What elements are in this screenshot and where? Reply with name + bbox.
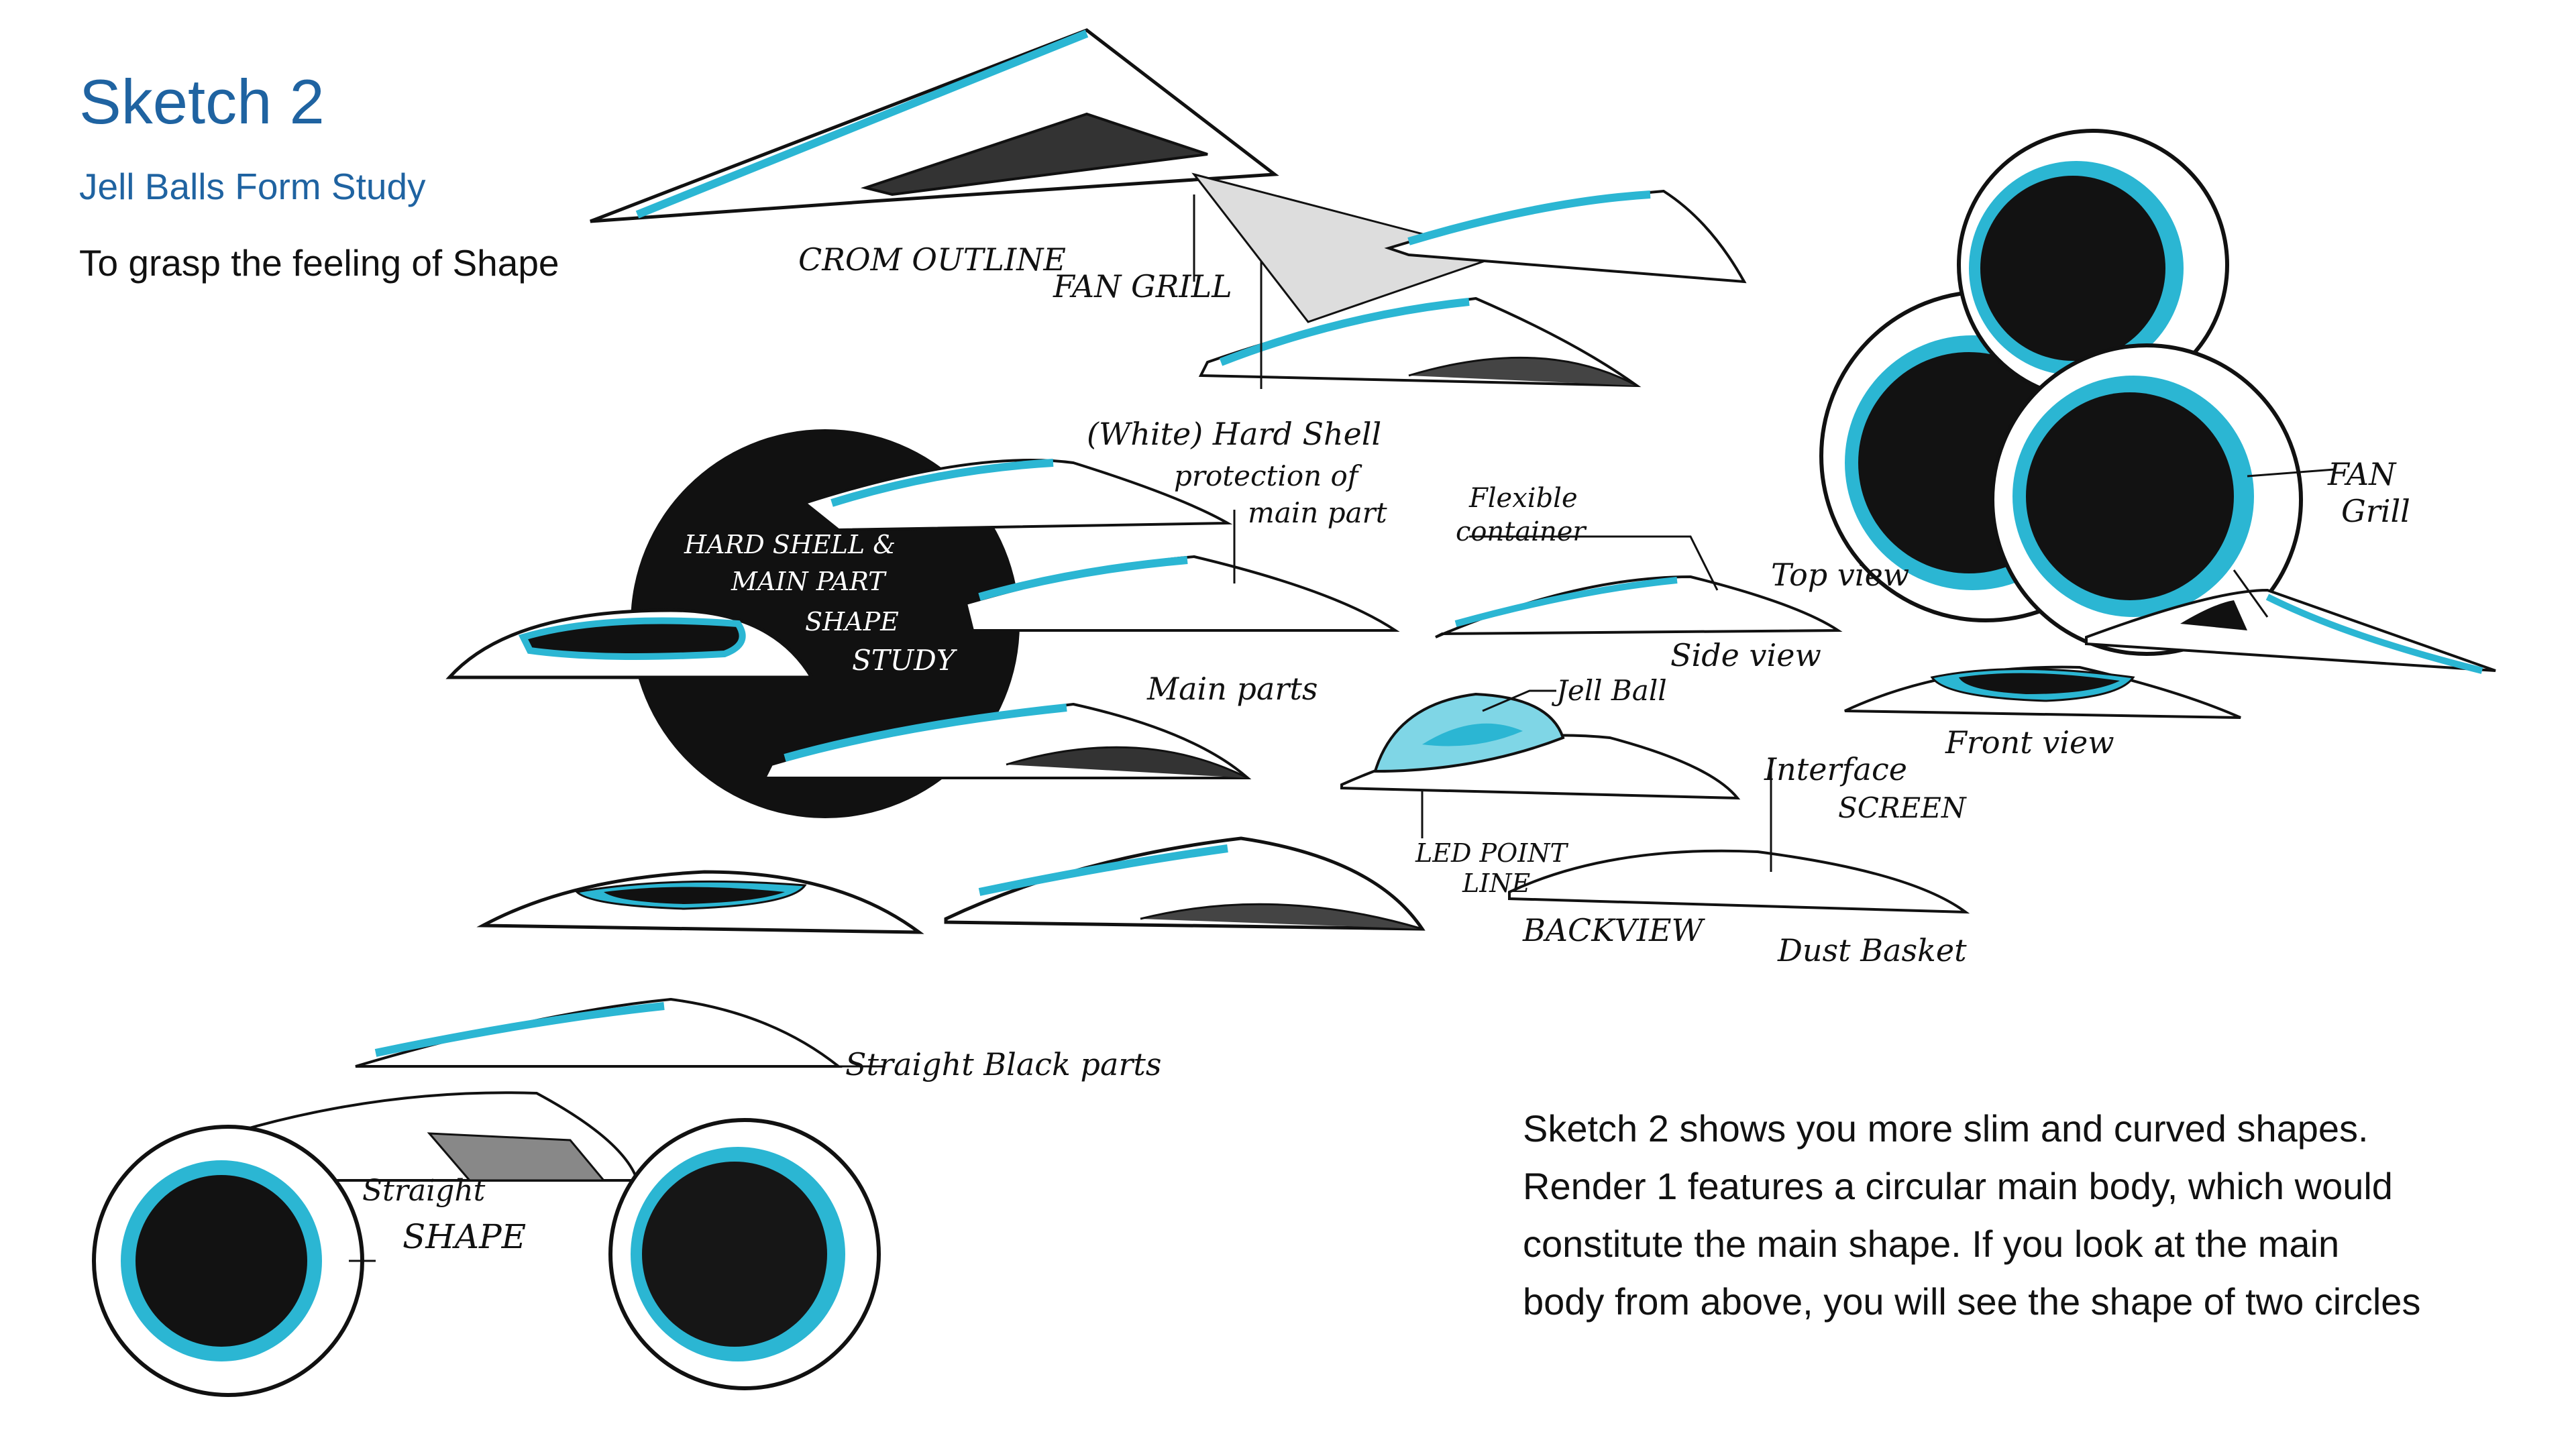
annotation-straight-2: SHAPE [402, 1217, 527, 1256]
annotation-study-2: MAIN PART [731, 567, 885, 596]
annotation-led-1: LED POINT [1415, 838, 1567, 868]
annotation-crom-outline: CROM OUTLINE [798, 241, 1066, 278]
page-tagline: To grasp the feeling of Shape [79, 242, 559, 284]
annotation-flexible-1: Flexible [1469, 483, 1578, 514]
side-view-sketch [1435, 575, 2496, 719]
description-block: Sketch 2 shows you more slim and curved … [1523, 1100, 2542, 1331]
annotation-jell-ball: Jell Ball [1556, 674, 1667, 707]
annotation-hard-shell-1: (White) Hard Shell [1087, 416, 1382, 452]
description-line: constitute the main shape. If you look a… [1523, 1223, 2340, 1265]
annotation-back-view: BACKVIEW [1523, 912, 1703, 948]
lower-shapes-sketch [355, 836, 1426, 1068]
annotation-study-1: HARD SHELL & [684, 530, 896, 559]
top-wing-sketch [590, 28, 1747, 388]
page-title: Sketch 2 [79, 66, 325, 137]
page-subtitle: Jell Balls Form Study [79, 166, 426, 207]
annotation-study-3: SHAPE [805, 607, 899, 636]
annotation-fan-grill-2: Grill [2341, 493, 2410, 529]
bottom-circles-sketch [92, 1091, 881, 1397]
annotation-study-4: STUDY [852, 644, 955, 677]
annotation-straight-black-parts: Straight Black parts [845, 1046, 1162, 1082]
annotation-dust-basket: Dust Basket [1778, 932, 1967, 968]
annotation-top-view: Top view [1771, 557, 1910, 593]
annotation-flexible-2: container [1456, 516, 1586, 547]
jell-ball-sketch [1340, 692, 1970, 914]
annotation-main-parts: Main parts [1147, 671, 1318, 707]
annotation-straight-1: Straight [362, 1174, 486, 1208]
annotation-interface-1: Interface [1764, 751, 1907, 787]
top-circles-sketch [1819, 129, 2303, 656]
description-line: body from above, you will see the shape … [1523, 1280, 2421, 1323]
annotation-hard-shell-3: main part [1248, 496, 1387, 529]
annotation-interface-2: SCREEN [1838, 791, 1966, 824]
annotation-side-view: Side view [1670, 637, 1821, 673]
annotation-fan-grill-top: FAN GRILL [1053, 268, 1232, 304]
leader-lines [349, 194, 2335, 1262]
annotation-hard-shell-2: protection of [1174, 459, 1358, 492]
annotation-led-2: LINE [1462, 869, 1531, 898]
annotation-front-view: Front view [1945, 724, 2114, 761]
hard-shell-study-sketch [445, 429, 1400, 818]
description-line: Sketch 2 shows you more slim and curved … [1523, 1107, 2369, 1150]
annotation-fan-grill-1: FAN [2328, 456, 2396, 492]
description-line: Render 1 features a circular main body, … [1523, 1165, 2393, 1207]
